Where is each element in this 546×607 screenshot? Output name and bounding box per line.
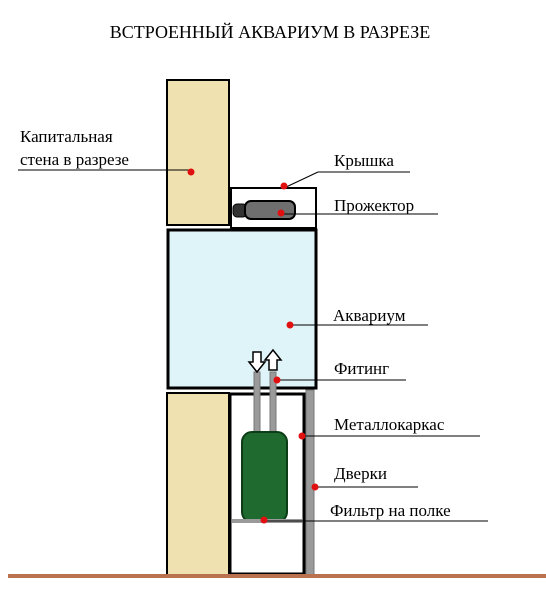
marker-filter: [260, 516, 268, 524]
marker-aquarium: [286, 321, 294, 329]
label-frame: Металлокаркас: [334, 415, 445, 434]
marker-frame: [298, 432, 306, 440]
marker-lid: [280, 182, 288, 190]
label-lid: Крышка: [334, 151, 394, 170]
label-filter: Фильтр на полке: [330, 501, 451, 520]
label-fitting: Фитинг: [334, 359, 389, 378]
marker-wall: [187, 168, 195, 176]
label-projector: Прожектор: [334, 196, 414, 215]
label-doors: Дверки: [334, 464, 387, 483]
diagram-title: ВСТРОЕННЫЙ АКВАРИУМ В РАЗРЕЗЕ: [110, 22, 431, 42]
wall-upper: [166, 79, 230, 226]
wall-lower: [166, 392, 230, 576]
label-aquarium: Аквариум: [333, 306, 406, 325]
floor: [8, 574, 546, 578]
filter: [241, 431, 288, 523]
aquarium-tank: [166, 228, 318, 390]
arrow-up-icon: [263, 348, 283, 371]
metal-frame: [305, 389, 315, 576]
label-wall-line2: стена в разрезе: [20, 150, 129, 169]
leader-lid: [283, 171, 319, 189]
projector: [244, 200, 296, 220]
marker-fitting: [273, 376, 281, 384]
label-wall-line1: Капитальная: [20, 127, 113, 146]
marker-doors: [311, 483, 319, 491]
marker-projector: [277, 209, 285, 217]
arrow-down-icon: [247, 351, 267, 374]
